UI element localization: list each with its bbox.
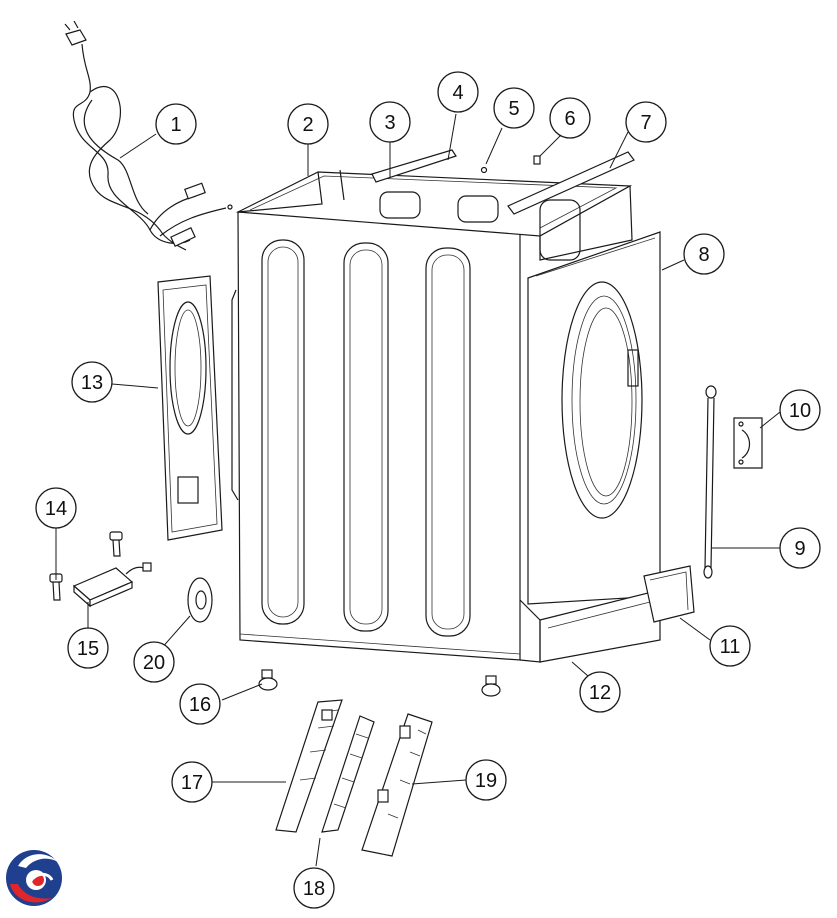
power-cord — [64, 20, 233, 251]
washer-ring — [187, 577, 213, 623]
callout-4: 4 — [437, 71, 479, 113]
rod — [703, 385, 717, 579]
box-component — [72, 562, 152, 608]
svg-text:11: 11 — [720, 636, 741, 658]
foot-left — [258, 669, 278, 691]
foot-right — [481, 675, 501, 697]
svg-text:17: 17 — [181, 772, 203, 794]
svg-text:5: 5 — [508, 98, 519, 120]
callout-7: 7 — [625, 101, 667, 143]
front-panel — [527, 185, 661, 605]
svg-text:12: 12 — [589, 682, 611, 704]
callout-12: 12 — [579, 671, 621, 713]
svg-text:6: 6 — [564, 108, 575, 130]
dispenser-part-19 — [361, 713, 433, 857]
svg-text:8: 8 — [698, 244, 709, 266]
svg-text:10: 10 — [789, 400, 811, 422]
svg-text:20: 20 — [143, 652, 165, 674]
dispenser-part-18 — [321, 715, 375, 833]
svg-text:15: 15 — [77, 638, 99, 660]
drain-cover — [643, 565, 695, 623]
callout-1: 1 — [155, 103, 197, 145]
callout-15: 15 — [67, 627, 109, 669]
callout-18: 18 — [293, 867, 335, 909]
callout-11: 11 — [709, 625, 751, 667]
svg-text:4: 4 — [452, 82, 463, 104]
callout-8: 8 — [683, 233, 725, 275]
callout-6: 6 — [549, 97, 591, 139]
svg-text:19: 19 — [475, 770, 497, 792]
dispenser-part-17 — [275, 699, 343, 833]
callout-16: 16 — [179, 683, 221, 725]
svg-text:2: 2 — [302, 114, 313, 136]
callout-10: 10 — [779, 389, 821, 431]
callout-3: 3 — [369, 101, 411, 143]
svg-text:9: 9 — [794, 538, 805, 560]
svg-text:16: 16 — [189, 694, 211, 716]
callout-5: 5 — [493, 87, 535, 129]
bracket — [733, 417, 763, 469]
svg-text:14: 14 — [45, 498, 67, 520]
cabinet-side-panel — [231, 211, 521, 661]
svg-text:1: 1 — [170, 114, 181, 136]
callout-19: 19 — [465, 759, 507, 801]
bottom-kickplate — [519, 589, 661, 663]
svg-text:3: 3 — [384, 112, 395, 134]
callout-20: 20 — [133, 641, 175, 683]
callout-14: 14 — [35, 487, 77, 529]
svg-text:13: 13 — [81, 372, 103, 394]
callout-2: 2 — [287, 103, 329, 145]
svg-text:7: 7 — [640, 112, 651, 134]
leader-lines — [55, 113, 781, 867]
callout-13: 13 — [71, 361, 113, 403]
callout-17: 17 — [171, 761, 213, 803]
rear-panel — [157, 275, 223, 541]
callout-9: 9 — [779, 527, 821, 569]
brand-logo — [6, 850, 62, 906]
svg-text:18: 18 — [303, 878, 325, 900]
